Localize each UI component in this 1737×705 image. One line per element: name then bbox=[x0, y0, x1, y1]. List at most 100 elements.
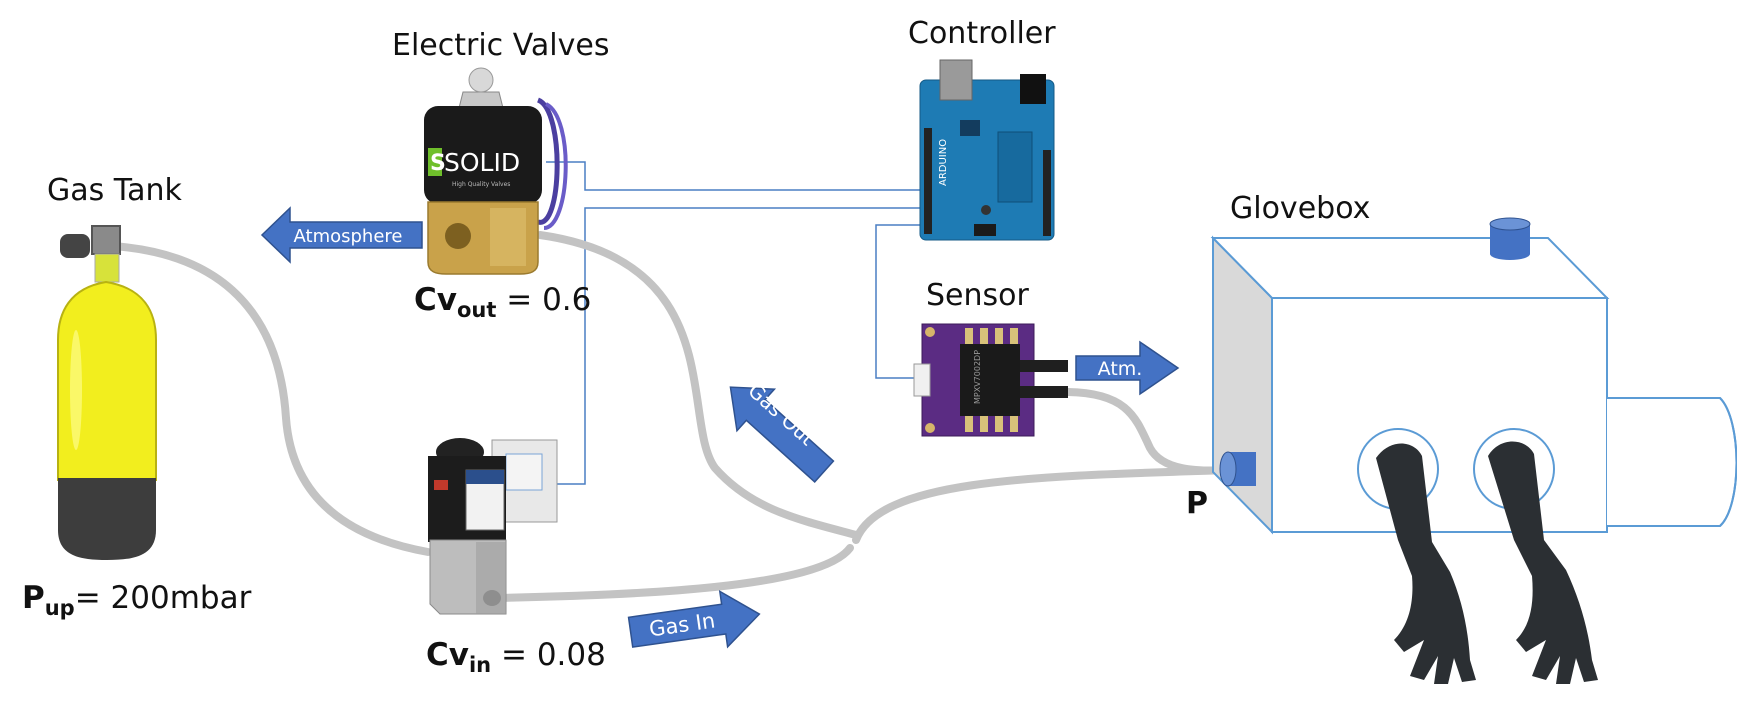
glovebox-antechamber-door bbox=[1719, 397, 1737, 527]
sensor-pin bbox=[965, 416, 973, 432]
valve-brand-text: SOLID bbox=[444, 148, 520, 177]
pipe-junction-to-glovebox bbox=[852, 466, 1236, 544]
outlet-electric-valve: S SOLID High Quality Valves bbox=[424, 67, 568, 275]
arduino-jumpers bbox=[974, 224, 996, 236]
label-sensor: Sensor bbox=[926, 278, 1029, 313]
tank-valve-body bbox=[91, 225, 121, 255]
valve-coil bbox=[424, 106, 542, 204]
glovebox-top-panel bbox=[1210, 237, 1610, 299]
arduino-logo-text: ARDUINO bbox=[938, 139, 949, 186]
glove-left bbox=[1376, 443, 1476, 684]
pressure-sensor: MPXV7002DP bbox=[913, 323, 1068, 437]
wire-sensor bbox=[875, 224, 925, 379]
tank-highlight bbox=[70, 330, 82, 450]
sensor-mount-hole bbox=[925, 423, 935, 433]
tank-collar bbox=[94, 253, 120, 283]
valve-nut bbox=[458, 91, 504, 109]
pipe-inlet-valve-to-junction bbox=[492, 544, 854, 602]
glovebox-top-port bbox=[1489, 217, 1531, 260]
valve-sub-text: High Quality Valves bbox=[452, 181, 510, 188]
side-port-face bbox=[1219, 451, 1237, 487]
cv-in-sub: in bbox=[468, 653, 492, 677]
arduino-controller: ARDUINO bbox=[919, 59, 1055, 241]
glovebox bbox=[1210, 217, 1737, 684]
arrow-gas-in-shape bbox=[627, 589, 761, 649]
formula-cv-in: Cvin = 0.08 bbox=[426, 637, 606, 677]
wire-outlet-valve bbox=[546, 161, 925, 191]
valve-wire-loop-2 bbox=[543, 102, 568, 230]
tank-base bbox=[58, 478, 156, 560]
arrow-atm: Atm. bbox=[1075, 340, 1180, 396]
valve-label-badge bbox=[428, 148, 442, 176]
sensor-pin bbox=[1010, 328, 1018, 344]
label-gas-tank: Gas Tank bbox=[47, 173, 182, 208]
arrow-gas-in: Gas In bbox=[627, 589, 761, 649]
arrow-gas-out: Gas Out bbox=[729, 378, 835, 483]
sensor-mount-hole bbox=[925, 327, 935, 337]
solenoid-connector-window bbox=[505, 453, 543, 491]
inlet-solenoid-valve bbox=[428, 438, 558, 615]
label-pressure-point: P bbox=[1186, 486, 1208, 521]
solenoid-red-badge bbox=[434, 480, 448, 490]
arduino-usb bbox=[939, 59, 973, 101]
arduino-header-right bbox=[1043, 150, 1051, 236]
formula-cv-out: Cvout = 0.6 bbox=[414, 282, 591, 322]
arduino-reset-button bbox=[981, 205, 991, 215]
tank-handle bbox=[60, 234, 90, 258]
label-electric-valves: Electric Valves bbox=[392, 28, 610, 63]
pipe-outlet-valve-to-junction bbox=[536, 231, 860, 539]
sensor-pin bbox=[995, 416, 1003, 432]
arrow-atmosphere-label: Atmosphere bbox=[294, 226, 403, 247]
arduino-small-chip bbox=[960, 120, 980, 136]
sensor-connector bbox=[913, 363, 931, 397]
sensor-port-top bbox=[1020, 360, 1068, 372]
arrow-atmosphere: Atmosphere bbox=[260, 206, 423, 264]
arrow-atm-shape bbox=[1075, 340, 1180, 396]
cv-out-sub: out bbox=[456, 298, 497, 322]
sensor-pin bbox=[995, 328, 1003, 344]
sensor-chip-text: MPXV7002DP bbox=[973, 350, 982, 404]
p-up-main: P bbox=[22, 580, 45, 616]
arrow-gas-out-shape bbox=[729, 386, 835, 483]
gas-tank bbox=[57, 225, 157, 560]
valve-wire-loop bbox=[536, 97, 560, 225]
cv-out-main: Cv bbox=[414, 282, 457, 318]
p-up-value: = 200mbar bbox=[74, 580, 252, 616]
sensor-port-bottom bbox=[1020, 386, 1068, 398]
label-controller: Controller bbox=[908, 16, 1056, 51]
label-glovebox: Glovebox bbox=[1230, 191, 1371, 226]
arrow-atm-label: Atm. bbox=[1098, 358, 1143, 380]
cv-out-value: = 0.6 bbox=[506, 282, 592, 318]
arduino-chip bbox=[997, 131, 1033, 203]
glove-right bbox=[1488, 441, 1598, 684]
cv-in-value: = 0.08 bbox=[500, 637, 606, 673]
glovebox-front-panel bbox=[1271, 297, 1608, 533]
sensor-chip-body bbox=[960, 344, 1020, 416]
glovebox-side-port bbox=[1219, 451, 1256, 487]
sensor-pins bbox=[965, 328, 1018, 432]
solenoid-label-header bbox=[466, 470, 504, 484]
formula-p-up: Pup= 200mbar bbox=[22, 580, 251, 620]
top-port-bottom bbox=[1490, 248, 1530, 260]
gas-pipes bbox=[108, 231, 1236, 602]
solenoid-shade bbox=[476, 542, 506, 614]
pipe-sensor-to-glovebox bbox=[1064, 388, 1236, 475]
sensor-pin bbox=[980, 416, 988, 432]
arduino-power-jack bbox=[1020, 74, 1046, 104]
control-wires bbox=[530, 161, 925, 485]
sensor-pin bbox=[980, 328, 988, 344]
valve-brass-shine bbox=[490, 208, 526, 266]
p-up-sub: up bbox=[44, 596, 75, 620]
sensor-pin bbox=[1010, 416, 1018, 432]
cv-in-main: Cv bbox=[426, 637, 469, 673]
sensor-pin bbox=[965, 328, 973, 344]
valve-badge-text: S bbox=[430, 151, 446, 176]
valve-nut-top bbox=[468, 67, 494, 93]
arduino-header-left bbox=[924, 128, 932, 234]
arrow-atmosphere-shape bbox=[260, 206, 423, 264]
pipe-tank-to-inlet-valve bbox=[108, 242, 432, 556]
top-port-cap bbox=[1489, 217, 1531, 231]
valve-brass-port bbox=[445, 223, 471, 249]
glovebox-antechamber bbox=[1607, 397, 1737, 527]
